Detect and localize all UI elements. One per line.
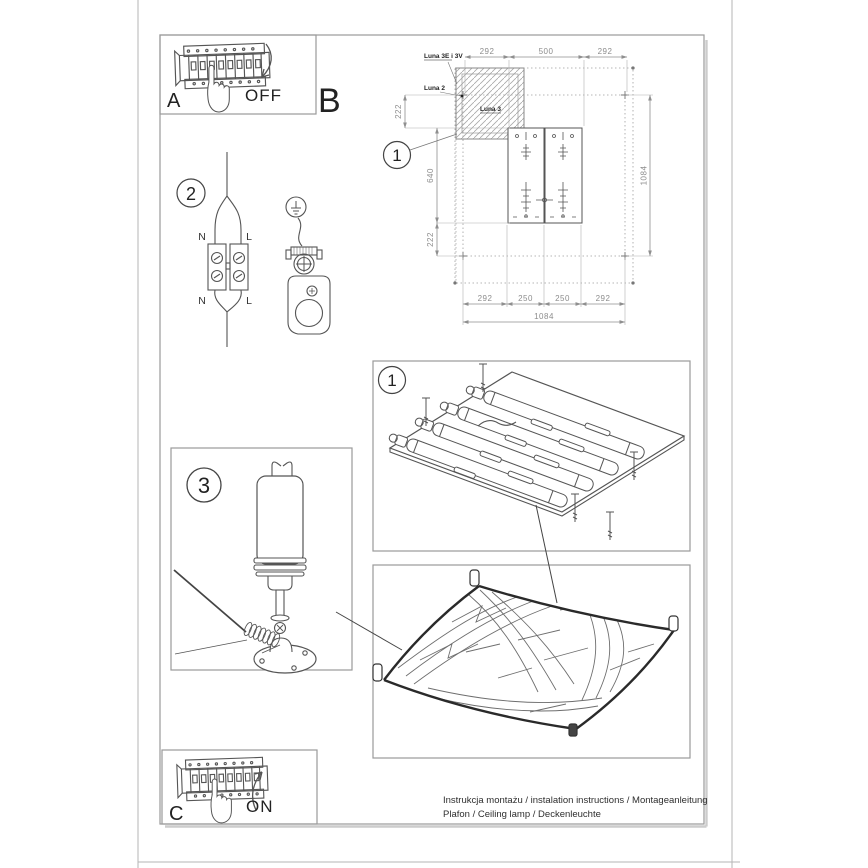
ceiling-frame-drawing: 1: [377, 363, 686, 604]
step1-frame-box: [372, 360, 691, 552]
curved-arrow-up-icon: [251, 771, 263, 811]
wiring-diagram: 2 N L N L: [176, 152, 331, 347]
dim-bottom-3: 250: [555, 294, 570, 303]
layout-frames: [159, 34, 708, 828]
dim-top-left: 292: [480, 47, 495, 56]
section-c-box: [161, 749, 318, 825]
leader-line: [174, 639, 248, 655]
mounting-plates: [507, 127, 583, 224]
ground-symbol-icon: [285, 196, 307, 218]
pressing-hand-icon: [210, 778, 232, 824]
section-b-label: B: [318, 82, 341, 120]
canopy-inner-outline: [461, 73, 519, 134]
dim-bottom-2: 250: [518, 294, 533, 303]
corner-hooks: [372, 569, 679, 737]
corner-hook-icon: [568, 723, 578, 737]
section-a-switch-off: A OFF: [167, 42, 282, 113]
section-b-box: [159, 34, 705, 825]
sheet-edge-marks: [137, 0, 740, 868]
step1-badge-circle: [382, 140, 412, 170]
footer-line-2: Plafon / Ceiling lamp / Deckenleuchte: [443, 809, 601, 820]
corner-hook-icon: [469, 569, 480, 587]
dim-bottom-total: 1084: [534, 312, 554, 321]
lamp-wires: [214, 289, 242, 347]
suspension-cable: [173, 569, 247, 633]
supply-wires: [214, 152, 242, 244]
screw-icon: [605, 511, 615, 541]
corner-hook-icon: [668, 615, 679, 632]
circuit-breaker-panel-icon: [176, 756, 269, 802]
step2-badge-number: 2: [186, 184, 196, 204]
canvas-pattern: [397, 589, 655, 713]
wire-label-n-bottom: N: [198, 295, 206, 307]
frame-badge-circle: [377, 365, 407, 395]
section-c-label: C: [169, 803, 183, 825]
section-c-switch-on: C ON: [169, 756, 274, 825]
canvas-box: [372, 564, 691, 759]
wire-squiggle: [477, 420, 517, 427]
dim-top-right: 292: [598, 47, 613, 56]
dim-left-upper: 222: [394, 104, 403, 119]
step2-badge-circle: [176, 178, 206, 208]
terminal-block: [207, 243, 249, 291]
switch-on-label: ON: [246, 797, 274, 816]
section-a-label: A: [167, 90, 181, 112]
dim-right-total: 1084: [640, 166, 649, 186]
wire-label-l-bottom: L: [246, 295, 252, 307]
plan-note-model2: Luna 2: [424, 85, 445, 92]
step3-badge-number: 3: [198, 473, 210, 498]
section-a-box: [159, 34, 317, 115]
cylinder-weight: [253, 461, 307, 635]
tension-spring-icon: [243, 621, 281, 648]
circuit-breaker-panel-icon: [173, 42, 271, 90]
step3-to-canvas-leader: [335, 611, 403, 651]
wire-label-n-top: N: [198, 231, 206, 243]
dim-left-lower: 222: [426, 232, 435, 247]
dim-bottom-4: 292: [596, 294, 611, 303]
wire-label-l-top: L: [246, 231, 252, 243]
strain-relief-clamp: [285, 246, 323, 275]
footer-line-1: Instrukcja montażu / instalation instruc…: [443, 795, 708, 806]
switch-off-label: OFF: [245, 86, 282, 105]
step3-badge-circle: [186, 467, 222, 503]
ceiling-plate: [253, 637, 317, 674]
dim-top-center: 500: [539, 47, 554, 56]
dim-left-middle: 640: [426, 168, 435, 183]
outer-dashed-outline: [454, 67, 634, 284]
corner-hook-icon: [372, 663, 383, 682]
step3-spring-drawing: 3: [173, 461, 403, 674]
frame-shadow: [165, 40, 708, 828]
panel-thickness: [389, 436, 685, 517]
plan-note-model3: Luna 3: [480, 106, 501, 113]
plan-note-models: Luna 3E i 3V: [424, 53, 463, 60]
mounting-plan-drawing: 292 500 292 222 640 222 1084 292 250 250…: [382, 47, 653, 325]
dim-bottom-1: 292: [478, 294, 493, 303]
ground-wire: [297, 217, 303, 247]
curved-arrow-down-icon: [261, 43, 272, 78]
dimension-lines: [403, 55, 653, 325]
canvas-edges: [383, 584, 675, 731]
step3-box: [170, 447, 353, 671]
footer: Instrukcja montażu / instalation instruc…: [443, 795, 708, 820]
frame-badge-number: 1: [387, 371, 396, 390]
frame-to-canvas-leader: [535, 504, 558, 604]
step1-badge-number: 1: [392, 146, 401, 165]
ceiling-hook-body: [287, 275, 331, 335]
fabric-canvas-drawing: [372, 569, 679, 737]
canopy-hatched-area: [455, 67, 525, 140]
